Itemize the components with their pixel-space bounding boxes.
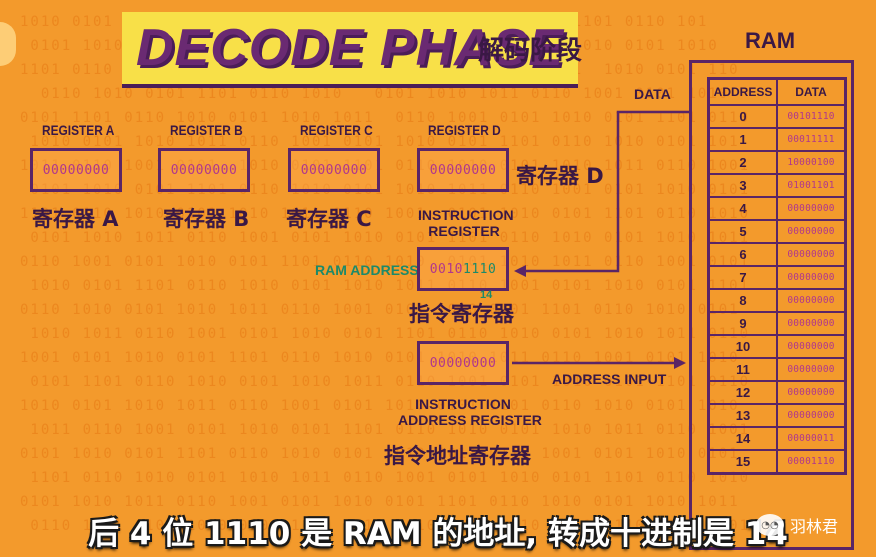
ram-data-header: DATA: [776, 77, 847, 106]
ram-row-address: 3: [707, 173, 778, 198]
ram-row-data: 00000000: [776, 265, 847, 290]
register-b-cn: 寄存器 B: [163, 207, 250, 231]
ram-row-address: 8: [707, 288, 778, 313]
register-b-label: REGISTER B: [170, 122, 243, 138]
ram-row-data: 00000000: [776, 380, 847, 405]
ram-row-data: 00001110: [776, 449, 847, 475]
ram-row-address: 0: [707, 104, 778, 129]
instruction-address-register-cn: 指令地址寄存器: [384, 444, 531, 468]
ram-row-address: 11: [707, 357, 778, 382]
ram-row-data: 00000000: [776, 288, 847, 313]
ram-address-header: ADDRESS: [707, 77, 778, 106]
ram-address-decimal-tag: 14: [480, 289, 493, 301]
register-a-cn: 寄存器 A: [32, 207, 119, 231]
ram-row-data: 00011111: [776, 127, 847, 152]
watermark: ◔◔ 羽林君: [756, 505, 866, 545]
ram-row-data: 00000000: [776, 334, 847, 359]
register-a-value: 00000000: [30, 148, 122, 192]
register-c-label: REGISTER C: [300, 122, 373, 138]
register-d-label: REGISTER D: [428, 122, 501, 138]
subtitle-caption: 后 4 位 1110 是 RAM 的地址, 转成十进制是 14: [88, 516, 788, 552]
opcode-bits: 0010: [429, 261, 463, 277]
register-d-value: 00000000: [417, 148, 509, 192]
instruction-register-label: INSTRUCTION REGISTER: [418, 207, 514, 239]
ram-row-data: 00000011: [776, 426, 847, 451]
logo-mark: [0, 22, 16, 66]
ram-address-label: RAM ADDRESS: [315, 262, 419, 278]
register-d-cn: 寄存器 D: [516, 164, 604, 188]
ram-row-data: 01001101: [776, 173, 847, 198]
ram-row-data: 10000100: [776, 150, 847, 175]
register-c-value: 00000000: [288, 148, 380, 192]
ram-row-address: 14: [707, 426, 778, 451]
address-input-label: ADDRESS INPUT: [552, 371, 667, 387]
ram-row-address: 5: [707, 219, 778, 244]
instruction-register-cn: 指令寄存器: [409, 302, 514, 326]
ram-row-data: 00000000: [776, 196, 847, 221]
ram-row-data: 00000000: [776, 311, 847, 336]
ram-row-data: 00000000: [776, 403, 847, 428]
ram-row-address: 7: [707, 265, 778, 290]
ram-row-address: 13: [707, 403, 778, 428]
instruction-address-register-label: INSTRUCTION ADDRESS REGISTER: [398, 396, 542, 428]
register-a-label: REGISTER A: [42, 122, 115, 138]
data-arrow-line: [522, 110, 689, 273]
data-arrow-label: DATA: [634, 86, 671, 102]
ram-title: RAM: [745, 28, 796, 53]
register-c-cn: 寄存器 C: [286, 207, 372, 231]
ram-row-address: 15: [707, 449, 778, 475]
page-title-chinese: 解码阶段: [478, 36, 583, 66]
instruction-address-register-value: 00000000: [417, 341, 509, 385]
ram-row-data: 00000000: [776, 219, 847, 244]
address-bits: 1110: [463, 261, 497, 277]
ram-row-data: 00000000: [776, 242, 847, 267]
wechat-icon: ◔◔: [756, 514, 784, 536]
address-input-arrowhead: [674, 357, 686, 369]
ram-row-address: 12: [707, 380, 778, 405]
ram-row-data: 00101110: [776, 104, 847, 129]
ram-row-address: 2: [707, 150, 778, 175]
ram-row-data: 00000000: [776, 357, 847, 382]
data-arrowhead: [514, 265, 526, 277]
register-b-value: 00000000: [158, 148, 250, 192]
page-title: DECODE PHASE: [122, 12, 579, 88]
ram-row-address: 6: [707, 242, 778, 267]
ram-row-address: 9: [707, 311, 778, 336]
ram-row-address: 4: [707, 196, 778, 221]
ram-outline: [689, 60, 854, 550]
ram-row-address: 10: [707, 334, 778, 359]
watermark-text: 羽林君: [790, 517, 839, 536]
ram-row-address: 1: [707, 127, 778, 152]
